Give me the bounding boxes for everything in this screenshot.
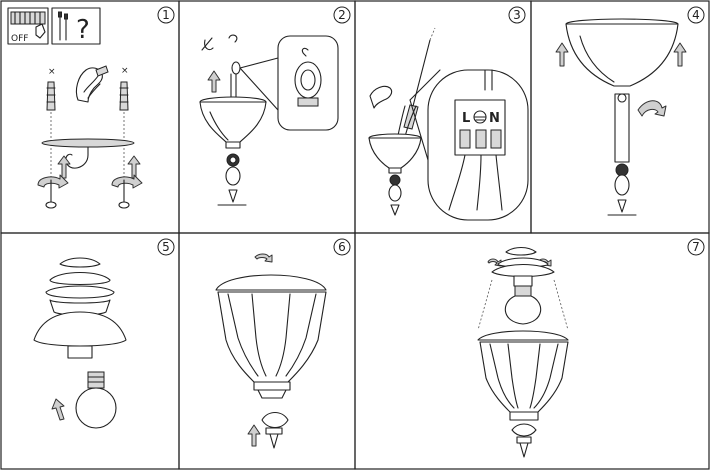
up-arrow-right	[127, 155, 141, 179]
lamp-top	[491, 246, 555, 287]
canopy	[565, 18, 679, 87]
screw-mark-right: ×	[121, 66, 129, 76]
panel-5-bulb	[33, 257, 127, 429]
mounting-plate	[41, 138, 135, 148]
rotate-arrow-left	[37, 174, 69, 189]
neutral-terminal-label: N	[489, 111, 500, 126]
screw-left	[45, 179, 57, 209]
finial	[261, 411, 289, 449]
question-mark: ?	[76, 15, 90, 45]
magnified-hook-detail	[239, 35, 339, 131]
tools-question-icon: ?	[51, 7, 101, 45]
panel-3-wiring: L N	[368, 27, 529, 221]
breaker-off-icon: OFF	[7, 7, 49, 45]
drill-hand-icon	[75, 65, 109, 103]
panel-1-mounting: OFF ? × ×	[7, 7, 143, 209]
up-arrow-left	[57, 155, 71, 179]
up-arrow-right	[673, 42, 687, 67]
step-badge-5: 5	[157, 238, 175, 256]
rotate-arrow	[637, 100, 667, 117]
canopy	[368, 133, 422, 174]
chain	[217, 153, 247, 206]
panel-7-assembly	[477, 246, 569, 458]
hand-icon	[369, 85, 393, 109]
wall-anchor-left	[46, 81, 56, 111]
chain	[607, 163, 637, 216]
terminal-block-detail: L N	[409, 69, 529, 221]
up-arrow	[207, 70, 221, 93]
step-badge-4: 4	[687, 6, 705, 24]
step-number: 7	[692, 240, 700, 254]
screw-right	[118, 179, 130, 209]
panel-2-hanging	[199, 34, 339, 206]
finial	[511, 423, 537, 458]
breaker-off-label: OFF	[11, 34, 28, 44]
panel-7-frame	[354, 232, 710, 470]
step-number: 5	[162, 240, 170, 254]
wall-anchor-right	[119, 81, 129, 111]
live-terminal-label: L	[462, 111, 470, 126]
up-arrow-left	[555, 42, 569, 67]
step-number: 2	[338, 8, 346, 22]
step-badge-1: 1	[157, 6, 175, 24]
step-badge-3: 3	[508, 6, 526, 24]
step-badge-7: 7	[687, 238, 705, 256]
lantern-body	[215, 274, 327, 399]
light-bulb	[75, 371, 117, 429]
canopy	[199, 96, 267, 149]
step-badge-6: 6	[333, 238, 351, 256]
light-bulb	[504, 285, 542, 325]
rotate-arrow-right	[111, 174, 143, 189]
lantern-body	[477, 330, 569, 421]
step-number: 6	[338, 240, 346, 254]
rotate-arrow	[254, 253, 273, 263]
step-number: 1	[162, 8, 170, 22]
step-badge-2: 2	[333, 6, 351, 24]
screw-mark-left: ×	[48, 67, 56, 77]
up-arrow	[247, 424, 261, 447]
panel-4-fixing	[555, 18, 687, 216]
step-number: 3	[513, 8, 521, 22]
hook	[65, 146, 89, 169]
lamp-top	[33, 257, 127, 359]
step-number: 4	[692, 8, 700, 22]
up-arrow	[51, 398, 65, 421]
chain	[388, 174, 402, 216]
panel-6-lantern	[215, 253, 327, 449]
